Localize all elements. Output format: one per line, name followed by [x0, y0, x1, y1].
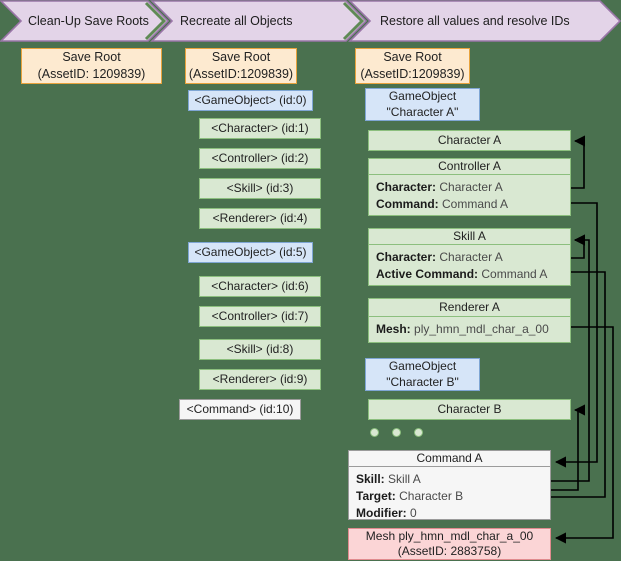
col3-gameobject-a-line1: GameObject — [388, 89, 457, 104]
col2-item-gameobject-0: <GameObject> (id:0) — [188, 90, 313, 111]
col3-command-a-title: Command A — [416, 451, 483, 465]
col3-gameobject-b-line1: GameObject — [388, 359, 457, 374]
col3-controller-a-field-1-value: Command A — [442, 197, 509, 212]
col3-mesh-asset-box: Mesh ply_hmn_mdl_char_a_00 (AssetID: 288… — [348, 528, 551, 560]
col2-item-renderer-9: <Renderer> (id:9) — [199, 369, 321, 390]
col3-save-root-assetid: (AssetID:1209839) — [360, 66, 465, 81]
col3-controller-a-field-0-value: Character A — [439, 180, 503, 194]
col3-controller-a-field-1: Command: Command A — [376, 196, 564, 213]
col3-command-a-field-2-value: 0 — [410, 506, 417, 521]
col3-renderer-a-box: Renderer A Mesh: ply_hmn_mdl_char_a_00 — [368, 298, 571, 343]
col3-character-b-box: Character B — [368, 399, 571, 420]
banner-separator-2-icon — [342, 1, 365, 41]
col3-command-a-field-0-key: Skill: — [356, 472, 385, 486]
col3-ellipsis — [370, 428, 423, 437]
col2-item-command-10: <Command> (id:10) — [179, 399, 301, 420]
col3-character-a-title: Character A — [437, 133, 502, 147]
col3-renderer-a-field-0: Mesh: ply_hmn_mdl_char_a_00 — [376, 321, 564, 338]
col2-item-gameobject-5: <GameObject> (id:5) — [188, 242, 313, 263]
col3-skill-a-fields: Character: Character A Active Command: C… — [369, 244, 570, 287]
col2-item-1-label: <Character> (id:1) — [211, 121, 309, 135]
col3-controller-a-field-0-key: Character: — [376, 180, 437, 194]
col3-renderer-a-field-0-key: Mesh: — [376, 321, 411, 336]
col2-item-skill-8: <Skill> (id:8) — [199, 339, 321, 360]
col3-mesh-asset-line2: (AssetID: 2883758) — [397, 544, 502, 558]
col3-command-a-field-2-key: Modifier: — [356, 506, 407, 521]
col3-skill-a-title: Skill A — [453, 229, 486, 243]
col3-command-a-field-0-value: Skill A — [388, 472, 421, 486]
col2-item-6-label: <Character> (id:6) — [211, 279, 309, 293]
banner-stage-1-shape — [0, 0, 170, 42]
col3-skill-a-field-1-key: Active Command: — [376, 267, 479, 282]
col3-command-a-field-2: Modifier: 0 — [356, 505, 544, 522]
banner-stage-2-label: Recreate all Objects — [180, 14, 293, 28]
col2-item-character-6: <Character> (id:6) — [199, 276, 321, 297]
link-controller-character-to-character-a — [571, 135, 586, 189]
col2-item-7-label: <Controller> (id:7) — [211, 309, 309, 323]
col3-controller-a-title: Controller A — [438, 159, 501, 173]
col2-save-root-box: Save Root (AssetID:1209839) — [185, 48, 297, 84]
banner-separator-1-icon — [144, 1, 167, 41]
banner-shapes — [0, 0, 621, 42]
col3-renderer-a-field-0-value: ply_hmn_mdl_char_a_00 — [414, 321, 549, 336]
col2-item-controller-2: <Controller> (id:2) — [199, 148, 321, 169]
col3-renderer-a-fields: Mesh: ply_hmn_mdl_char_a_00 — [369, 315, 570, 342]
col3-gameobject-b-box: GameObject "Character B" — [365, 358, 480, 391]
link-renderer-mesh-to-mesh-asset — [554, 326, 614, 544]
col3-command-a-box: Command A Skill: Skill A Target: Charact… — [348, 450, 551, 520]
banner-stage-3-shape — [348, 0, 621, 42]
col2-item-0-label: <GameObject> (id:0) — [194, 93, 307, 107]
ellipsis-dot-2-icon — [392, 428, 401, 437]
col2-item-9-label: <Renderer> (id:9) — [212, 372, 308, 386]
col2-item-8-label: <Skill> (id:8) — [226, 342, 294, 356]
col3-command-a-field-1: Target: Character B — [356, 488, 544, 505]
banner-stage-2-shape — [150, 0, 368, 42]
col3-skill-a-field-1-value: Command A — [481, 267, 548, 282]
col3-skill-a-box: Skill A Character: Character A Active Co… — [368, 228, 571, 286]
col2-save-root-assetid: (AssetID:1209839) — [188, 66, 294, 81]
col3-command-a-fields: Skill: Skill A Target: Character B Modif… — [349, 466, 550, 526]
col3-character-b-title: Character B — [437, 402, 502, 416]
col1-save-root-box: Save Root (AssetID: 1209839) — [21, 48, 162, 84]
col3-command-a-field-1-key: Target: — [356, 489, 396, 504]
col2-item-2-label: <Controller> (id:2) — [211, 151, 309, 165]
col2-item-4-label: <Renderer> (id:4) — [212, 211, 308, 225]
ellipsis-dot-3-icon — [414, 428, 423, 437]
col3-save-root-title: Save Root — [383, 49, 442, 64]
col3-mesh-asset-line1: Mesh ply_hmn_mdl_char_a_00 — [365, 529, 534, 543]
col3-skill-a-field-0-key: Character: — [376, 250, 437, 264]
col2-item-renderer-4: <Renderer> (id:4) — [199, 208, 321, 229]
col3-controller-a-box: Controller A Character: Character A Comm… — [368, 158, 571, 216]
col3-controller-a-field-0: Character: Character A — [376, 179, 564, 196]
col3-gameobject-a-line2: "Character A" — [386, 104, 459, 119]
banner-stage-1-label: Clean-Up Save Roots — [28, 14, 149, 28]
col3-gameobject-b-line2: "Character B" — [386, 374, 459, 389]
col3-character-a-box: Character A — [368, 130, 571, 151]
link-command-target-to-character-b — [551, 404, 586, 491]
col1-save-root-title: Save Root — [62, 49, 121, 64]
col3-save-root-box: Save Root (AssetID:1209839) — [355, 48, 470, 84]
col2-item-skill-3: <Skill> (id:3) — [199, 178, 321, 199]
col2-item-5-label: <GameObject> (id:5) — [194, 245, 307, 259]
col2-save-root-title: Save Root — [211, 49, 271, 64]
col3-skill-a-field-0: Character: Character A — [376, 249, 564, 266]
banner-stage-3-label: Restore all values and resolve IDs — [380, 14, 570, 28]
col3-controller-a-fields: Character: Character A Command: Command … — [369, 174, 570, 217]
col3-skill-a-field-0-value: Character A — [439, 250, 503, 264]
col3-skill-a-field-1: Active Command: Command A — [376, 266, 564, 283]
ellipsis-dot-1-icon — [370, 428, 379, 437]
col3-renderer-a-title: Renderer A — [439, 299, 500, 314]
col3-command-a-field-1-value: Character B — [399, 489, 464, 504]
process-banner: Clean-Up Save Roots Recreate all Objects… — [0, 0, 621, 42]
link-skill-character-to-character-a — [571, 234, 586, 259]
col2-item-10-label: <Command> (id:10) — [186, 402, 294, 416]
col1-save-root-assetid: (AssetID: 1209839) — [37, 66, 146, 81]
col2-item-3-label: <Skill> (id:3) — [226, 181, 294, 195]
col3-controller-a-field-1-key: Command: — [376, 197, 439, 212]
col3-command-a-field-0: Skill: Skill A — [356, 471, 544, 488]
col3-gameobject-a-box: GameObject "Character A" — [365, 88, 480, 121]
col2-item-controller-7: <Controller> (id:7) — [199, 306, 321, 327]
col2-item-character-1: <Character> (id:1) — [199, 118, 321, 139]
